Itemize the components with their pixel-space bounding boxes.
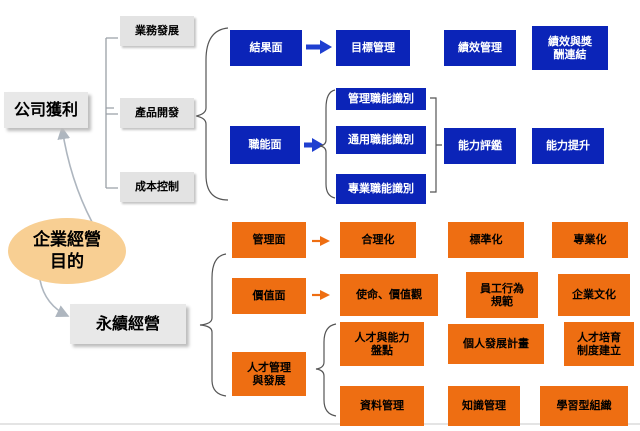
function-item-management: 管理職能識別	[336, 88, 426, 110]
brace-function-items	[319, 89, 336, 199]
arrow-center-to-profit	[57, 126, 93, 223]
function-outcome-assess: 能力評鑑	[444, 128, 516, 164]
root-profit: 公司獲利	[4, 92, 88, 128]
value-item-3: 企業文化	[558, 274, 630, 316]
talent-row1-item-2: 個人發展計畫	[448, 324, 544, 364]
talent-row2-item-3: 學習型組織	[540, 386, 628, 426]
talent-row1-item-1: 人才與能力 盤點	[340, 322, 424, 366]
bracket-profit-categories	[105, 37, 118, 189]
function-label: 職能面	[230, 126, 300, 164]
talent-row2-item-1: 資料管理	[340, 386, 424, 426]
root-sustain: 永續經營	[70, 304, 186, 344]
management-label: 管理面	[232, 222, 306, 258]
management-item-2: 標準化	[448, 222, 524, 258]
brace-sustain	[199, 253, 227, 397]
value-item-2: 員工行為 規範	[466, 272, 538, 318]
management-item-1: 合理化	[340, 222, 416, 258]
category-product: 產品開發	[120, 98, 194, 128]
management-item-3: 專業化	[552, 222, 628, 258]
talent-label: 人才管理 與發展	[232, 352, 306, 396]
function-item-professional: 專業職能識別	[336, 174, 426, 204]
value-item-1: 使命、價值觀	[340, 274, 438, 316]
result-item-3: 績效與獎 酬連結	[532, 26, 608, 70]
talent-row2-item-2: 知識管理	[448, 386, 520, 426]
brace-talent	[315, 323, 337, 417]
result-label: 結果面	[230, 30, 302, 66]
function-item-general: 通用職能識別	[336, 126, 426, 154]
result-item-2: 績效管理	[444, 30, 516, 66]
category-cost: 成本控制	[120, 172, 194, 202]
value-label: 價值面	[232, 278, 306, 314]
brace-categories	[195, 27, 229, 201]
function-outcome-improve: 能力提升	[532, 128, 604, 164]
talent-row1-item-3: 人才培育 制度建立	[564, 322, 634, 366]
center-oval: 企業經營 目的	[8, 218, 126, 284]
result-item-1: 目標管理	[336, 30, 410, 66]
arrow-center-to-sustain	[39, 279, 70, 317]
bracket-function-outcomes	[430, 97, 442, 193]
category-business: 業務發展	[120, 16, 194, 46]
